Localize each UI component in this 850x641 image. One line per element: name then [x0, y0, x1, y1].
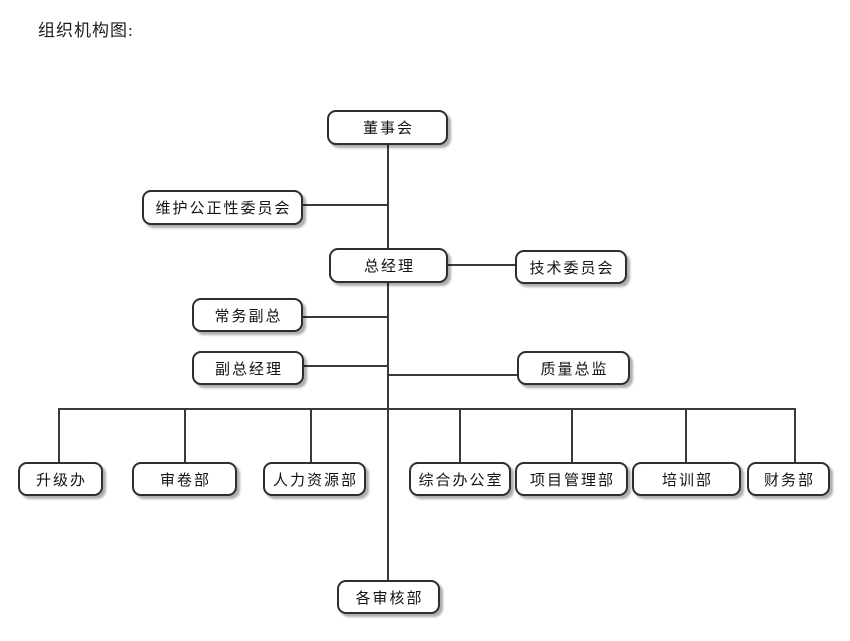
node-technical-committee: 技术委员会: [515, 250, 627, 284]
node-general-manager: 总经理: [329, 248, 448, 283]
edge-department-bus: [58, 408, 796, 410]
edge-drop-training: [685, 408, 687, 462]
edge-drop-upgrade-office: [58, 408, 60, 462]
page-title: 组织机构图:: [38, 21, 134, 40]
edge-drop-human-resources: [310, 408, 312, 462]
edge-drop-finance: [794, 408, 796, 462]
node-board-of-directors: 董事会: [327, 110, 448, 145]
node-executive-deputy-gm: 常务副总: [192, 298, 303, 332]
node-exam-review-dept: 审卷部: [132, 462, 237, 496]
node-quality-director: 质量总监: [517, 351, 630, 385]
node-general-office: 综合办公室: [409, 462, 511, 496]
node-project-management-dept: 项目管理部: [515, 462, 628, 496]
node-finance-dept: 财务部: [747, 462, 830, 496]
edge-deputy-gm: [304, 365, 387, 367]
edge-impartiality-committee: [303, 204, 387, 206]
node-training-dept: 培训部: [632, 462, 741, 496]
node-human-resources-dept: 人力资源部: [263, 462, 366, 496]
edge-drop-general-office: [459, 408, 461, 462]
node-upgrade-office: 升级办: [18, 462, 103, 496]
edge-drop-project-mgmt: [571, 408, 573, 462]
edge-gm-to-tech-committee: [448, 264, 515, 266]
node-audit-depts: 各审核部: [337, 580, 440, 614]
edge-quality-director: [389, 374, 517, 376]
node-impartiality-committee: 维护公正性委员会: [142, 190, 303, 225]
edge-board-to-gm: [387, 145, 389, 248]
edge-executive-deputy: [303, 316, 387, 318]
edge-drop-exam-review: [184, 408, 186, 462]
edge-gm-trunk-to-audit: [387, 283, 389, 580]
node-deputy-general-manager: 副总经理: [192, 351, 304, 385]
